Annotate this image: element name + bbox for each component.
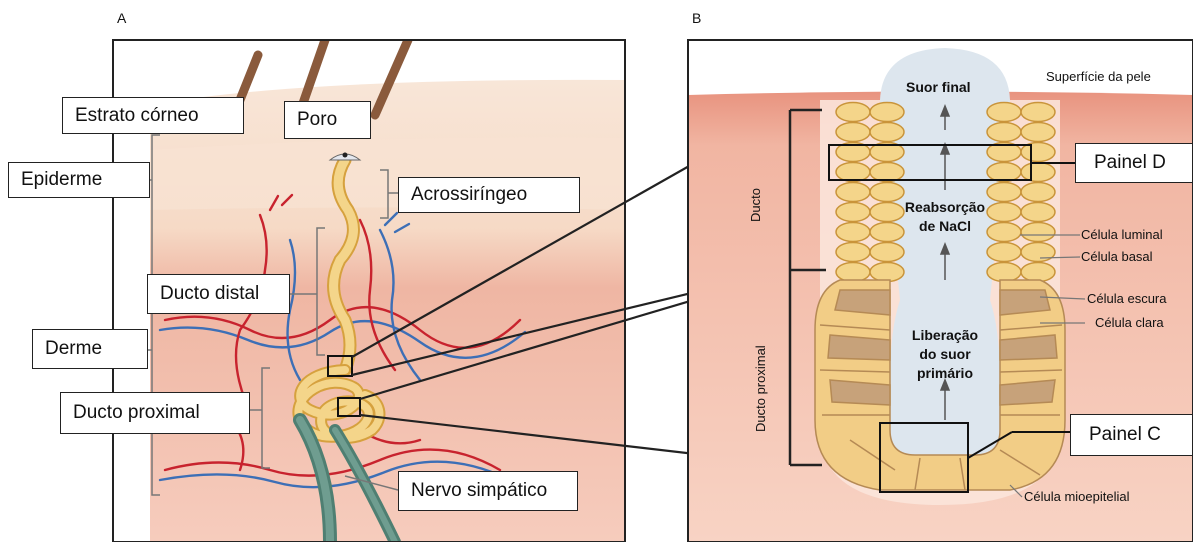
- label-painel-c: Painel C: [1070, 414, 1193, 456]
- duct-cell: [870, 243, 904, 262]
- duct-cell: [870, 163, 904, 182]
- duct-cell: [987, 243, 1021, 262]
- duct-cell: [836, 223, 870, 242]
- panel-a-letter: A: [117, 10, 126, 26]
- duct-cell: [836, 103, 870, 122]
- label-nervo-simpatico: Nervo simpático: [398, 471, 578, 511]
- duct-cells-right: [987, 103, 1055, 282]
- duct-cell: [870, 103, 904, 122]
- label-celula-clara: Célula clara: [1095, 315, 1164, 330]
- duct-cell: [987, 263, 1021, 282]
- duct-cell: [836, 163, 870, 182]
- duct-cell: [987, 103, 1021, 122]
- duct-cell: [836, 123, 870, 142]
- duct-cell: [1021, 123, 1055, 142]
- label-celula-luminal: Célula luminal: [1081, 227, 1163, 242]
- duct-cell: [1021, 203, 1055, 222]
- duct-cell: [987, 163, 1021, 182]
- duct-cell: [1021, 243, 1055, 262]
- label-epiderme: Epiderme: [8, 162, 150, 198]
- duct-cell: [1021, 183, 1055, 202]
- label-liberacao-line1: Liberação: [897, 327, 993, 343]
- duct-cell: [1021, 103, 1055, 122]
- label-celula-mioepitelial: Célula mioepitelial: [1024, 489, 1130, 504]
- duct-cells-left: [836, 103, 904, 282]
- label-derme: Derme: [32, 329, 148, 369]
- label-liberacao-line2: do suor: [897, 346, 993, 362]
- label-acrossiringeo: Acrossiríngeo: [398, 177, 580, 213]
- duct-cell: [1021, 163, 1055, 182]
- duct-cell: [870, 123, 904, 142]
- label-celula-basal: Célula basal: [1081, 249, 1153, 264]
- label-celula-escura: Célula escura: [1087, 291, 1167, 306]
- label-suor-final: Suor final: [906, 79, 971, 95]
- duct-cell: [870, 263, 904, 282]
- duct-cell: [987, 123, 1021, 142]
- duct-cell: [836, 263, 870, 282]
- duct-cell: [836, 183, 870, 202]
- label-poro: Poro: [284, 101, 371, 139]
- label-ducto-proximal-b: Ducto proximal: [753, 345, 768, 432]
- label-ducto: Ducto: [748, 188, 763, 222]
- panel-b-letter: B: [692, 10, 701, 26]
- label-liberacao-line3: primário: [897, 365, 993, 381]
- duct-cell: [836, 243, 870, 262]
- label-estrato-corneo: Estrato córneo: [62, 97, 244, 134]
- label-superficie-pele: Superfície da pele: [1046, 69, 1151, 84]
- label-painel-d: Painel D: [1075, 143, 1193, 183]
- duct-cell: [1021, 223, 1055, 242]
- label-ducto-distal: Ducto distal: [147, 274, 290, 314]
- label-reabsorcao-line2: de NaCl: [897, 218, 993, 234]
- duct-cell: [836, 203, 870, 222]
- duct-cell: [1021, 263, 1055, 282]
- label-ducto-proximal: Ducto proximal: [60, 392, 250, 434]
- label-reabsorcao-line1: Reabsorção: [897, 199, 993, 215]
